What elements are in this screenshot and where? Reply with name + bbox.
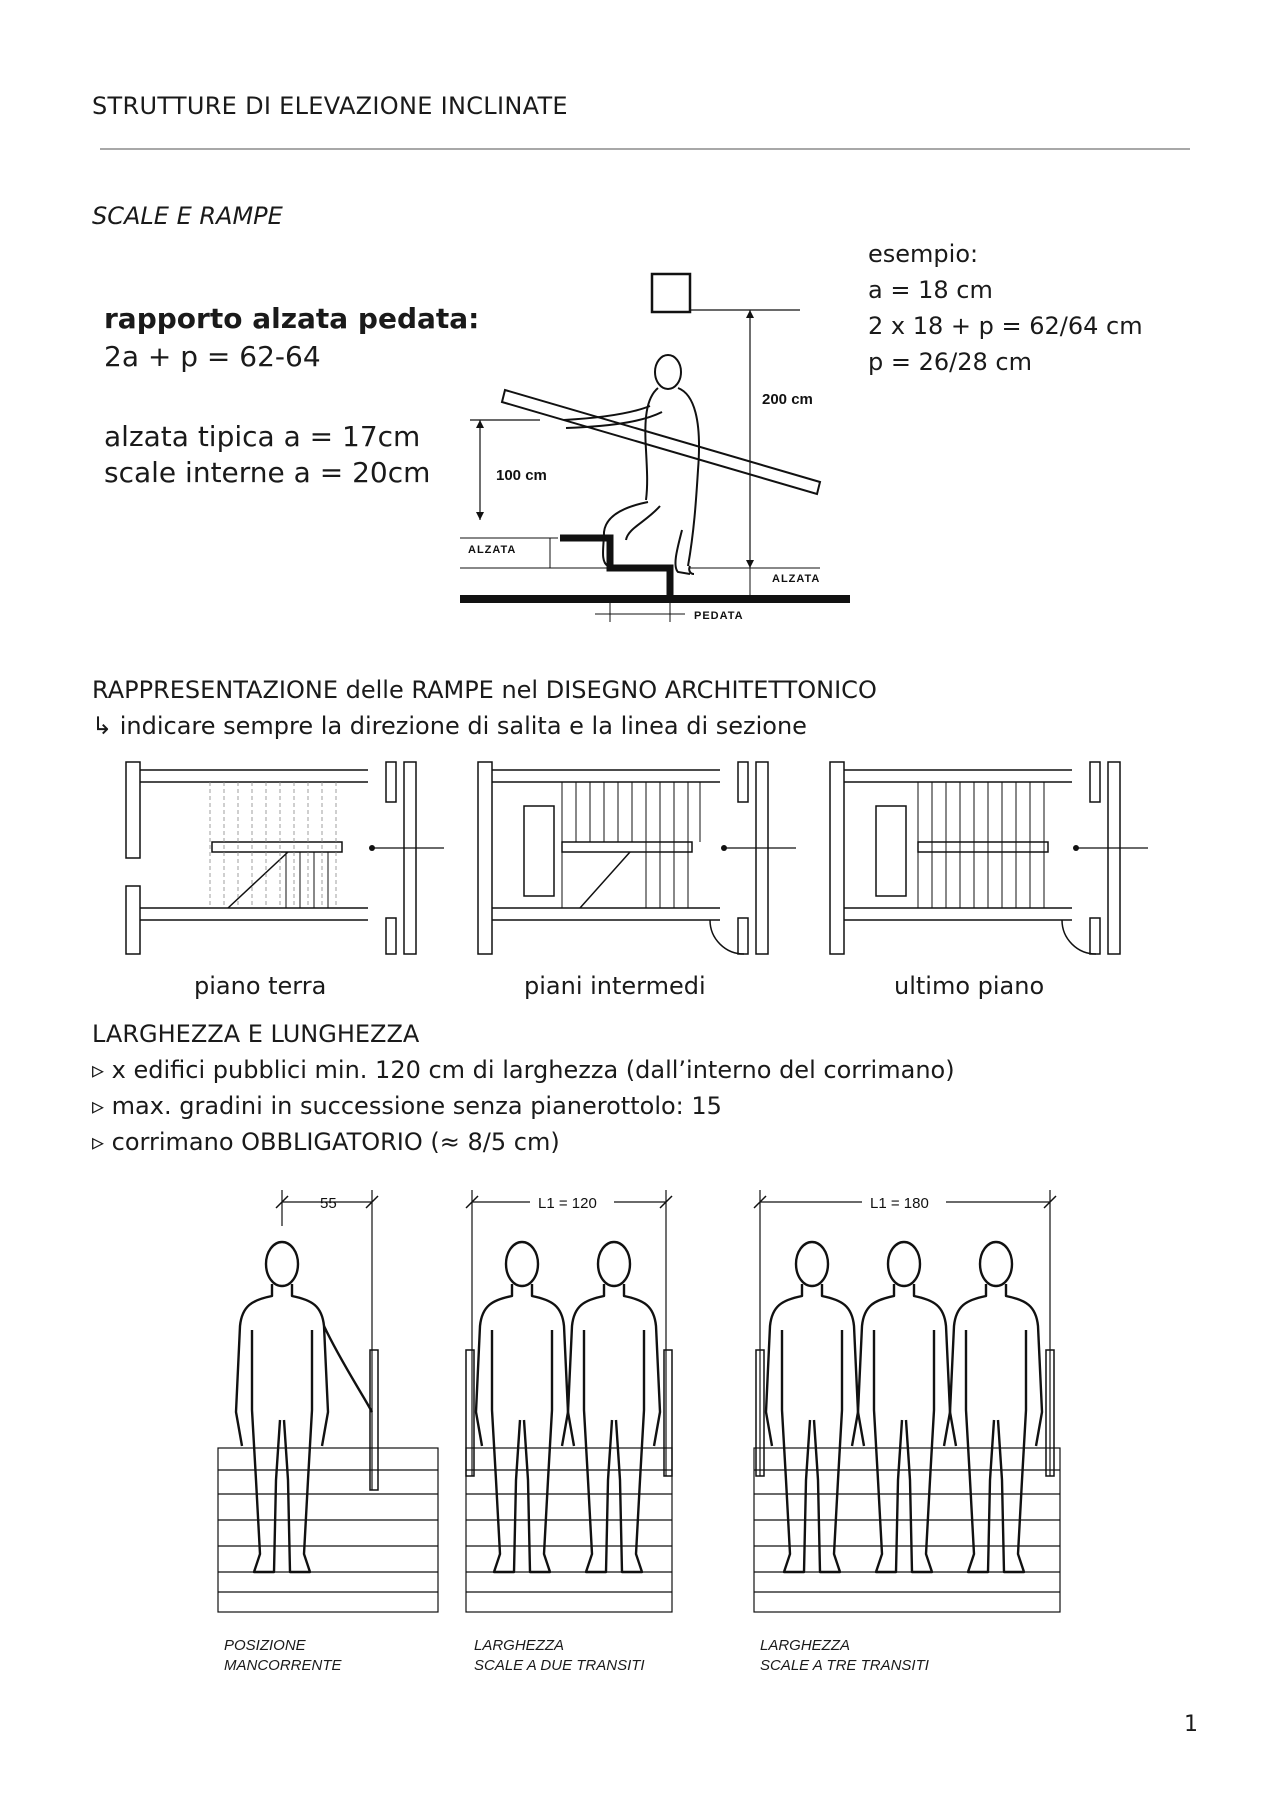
figure-posizione-mancorrente: 55 POSIZIONE MANCORRENTE bbox=[217, 1190, 439, 1674]
example-label: esempio: bbox=[868, 240, 979, 268]
human-figure-icon bbox=[563, 354, 700, 575]
caption-2-line2: SCALE A DUE TRANSITI bbox=[474, 1657, 645, 1674]
label-alzata-left: ALZATA bbox=[468, 544, 516, 556]
plan-piani-intermedi bbox=[477, 761, 796, 955]
label-200cm: 200 cm bbox=[762, 391, 813, 408]
stair-section-diagram: 200 cm 100 cm ALZATA ALZATA PEDATA bbox=[460, 272, 850, 622]
human-figure-icon bbox=[474, 1240, 570, 1574]
caption-2-line1: LARGHEZZA bbox=[474, 1637, 564, 1654]
caption-1-line2: MANCORRENTE bbox=[224, 1657, 342, 1674]
section-title-larghezza: LARGHEZZA E LUNGHEZZA bbox=[92, 1020, 420, 1048]
example-a: a = 18 cm bbox=[868, 276, 993, 304]
bullet-max-gradini: ▹ max. gradini in successione senza pian… bbox=[92, 1092, 722, 1120]
dim-l1-180: L1 = 180 bbox=[870, 1195, 929, 1212]
bullet-larghezza-pubblici: ▹ x edifici pubblici min. 120 cm di larg… bbox=[92, 1056, 955, 1084]
header-rule bbox=[100, 148, 1190, 150]
caption-3-line1: LARGHEZZA bbox=[760, 1637, 850, 1654]
stair-width-figures: 55 POSIZIONE MANCORRENTE L1 = 120 bbox=[217, 1190, 1061, 1674]
page-number: 1 bbox=[1184, 1712, 1198, 1737]
section-title-rappresentazione: RAPPRESENTAZIONE delle RAMPE nel DISEGNO… bbox=[92, 676, 877, 704]
section-line-icon bbox=[1073, 845, 1148, 851]
human-figure-icon bbox=[764, 1240, 860, 1574]
caption-1-line1: POSIZIONE bbox=[224, 1637, 307, 1654]
dim-55: 55 bbox=[320, 1195, 337, 1212]
caption-3-line2: SCALE A TRE TRANSITI bbox=[760, 1657, 929, 1674]
figure-scale-due-transiti: L1 = 120 LARGHEZZA SCALE A DUE TRANSITI bbox=[465, 1190, 673, 1674]
plan-ultimo-piano bbox=[829, 761, 1148, 955]
page-header: STRUTTURE DI ELEVAZIONE INCLINATE bbox=[92, 92, 568, 120]
plan-caption-piano-terra: piano terra bbox=[194, 972, 327, 1000]
formula: 2a + p = 62-64 bbox=[104, 340, 321, 373]
section-line-icon bbox=[721, 845, 796, 851]
human-figure-icon bbox=[234, 1240, 330, 1574]
section-line-icon bbox=[369, 845, 444, 851]
dim-l1-120: L1 = 120 bbox=[538, 1195, 597, 1212]
example-formula: 2 x 18 + p = 62/64 cm bbox=[868, 312, 1143, 340]
plan-caption-ultimo-piano: ultimo piano bbox=[894, 972, 1045, 1000]
internal-riser: scale interne a = 20cm bbox=[104, 456, 431, 489]
plan-caption-piani-intermedi: piani intermedi bbox=[524, 972, 706, 1000]
human-figure-icon bbox=[566, 1240, 662, 1574]
section-title-scale-rampe: SCALE E RAMPE bbox=[92, 202, 283, 230]
label-pedata: PEDATA bbox=[694, 610, 744, 622]
label-alzata-right: ALZATA bbox=[772, 573, 820, 585]
plan-piano-terra bbox=[125, 761, 444, 955]
example-p: p = 26/28 cm bbox=[868, 348, 1032, 376]
formula-title: rapporto alzata pedata: bbox=[104, 302, 480, 335]
typical-riser: alzata tipica a = 17cm bbox=[104, 420, 421, 453]
bullet-corrimano: ▹ corrimano OBBLIGATORIO (≈ 8/5 cm) bbox=[92, 1128, 560, 1156]
section-note: ↳ indicare sempre la direzione di salita… bbox=[92, 712, 807, 740]
label-100cm: 100 cm bbox=[496, 467, 547, 484]
figure-scale-tre-transiti: L1 = 180 LARGHEZZA SCALE A TRE TRANSITI bbox=[753, 1190, 1061, 1674]
human-figure-icon bbox=[856, 1240, 952, 1574]
human-figure-icon bbox=[948, 1240, 1044, 1574]
